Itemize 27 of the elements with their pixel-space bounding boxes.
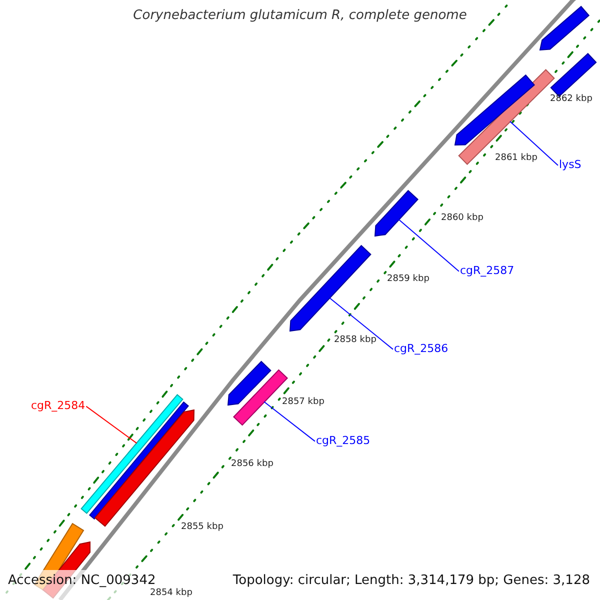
gene-label: lysS (559, 159, 582, 172)
gene-label: cgR_2587 (460, 265, 514, 278)
scale-label: 2857 kbp (282, 397, 324, 408)
genome-info-label: Topology: circular; Length: 3,314,179 bp; Genes: 3,128 (232, 574, 590, 589)
scale-label: 2861 kbp (495, 153, 538, 164)
leader-line (398, 218, 460, 272)
gene-block (539, 6, 590, 51)
leader-line (86, 406, 138, 444)
gene-block (454, 74, 535, 146)
scale-label: 2856 kbp (231, 459, 274, 470)
leader-line (329, 298, 394, 350)
scale-label: 2854 kbp (150, 588, 192, 598)
leader-line (510, 120, 558, 166)
accession-label: Accession: NC_009342 (8, 574, 156, 588)
gene-block (374, 190, 418, 237)
title: Corynebacterium glutamicum R, complete genome (132, 9, 468, 24)
gene-label: cgR_2586 (394, 343, 448, 356)
scale-label: 2860 kbp (441, 213, 484, 224)
gene-label: cgR_2584 (31, 400, 86, 413)
leader-line (264, 401, 316, 442)
scale-label: 2862 kbp (550, 94, 592, 104)
gene-label: cgR_2585 (316, 435, 370, 448)
scale-label: 2855 kbp (181, 522, 224, 532)
gene-block (289, 244, 372, 332)
scale-label: 2858 kbp (334, 335, 376, 346)
scale-label: 2859 kbp (387, 274, 430, 284)
gene-block (227, 360, 272, 406)
